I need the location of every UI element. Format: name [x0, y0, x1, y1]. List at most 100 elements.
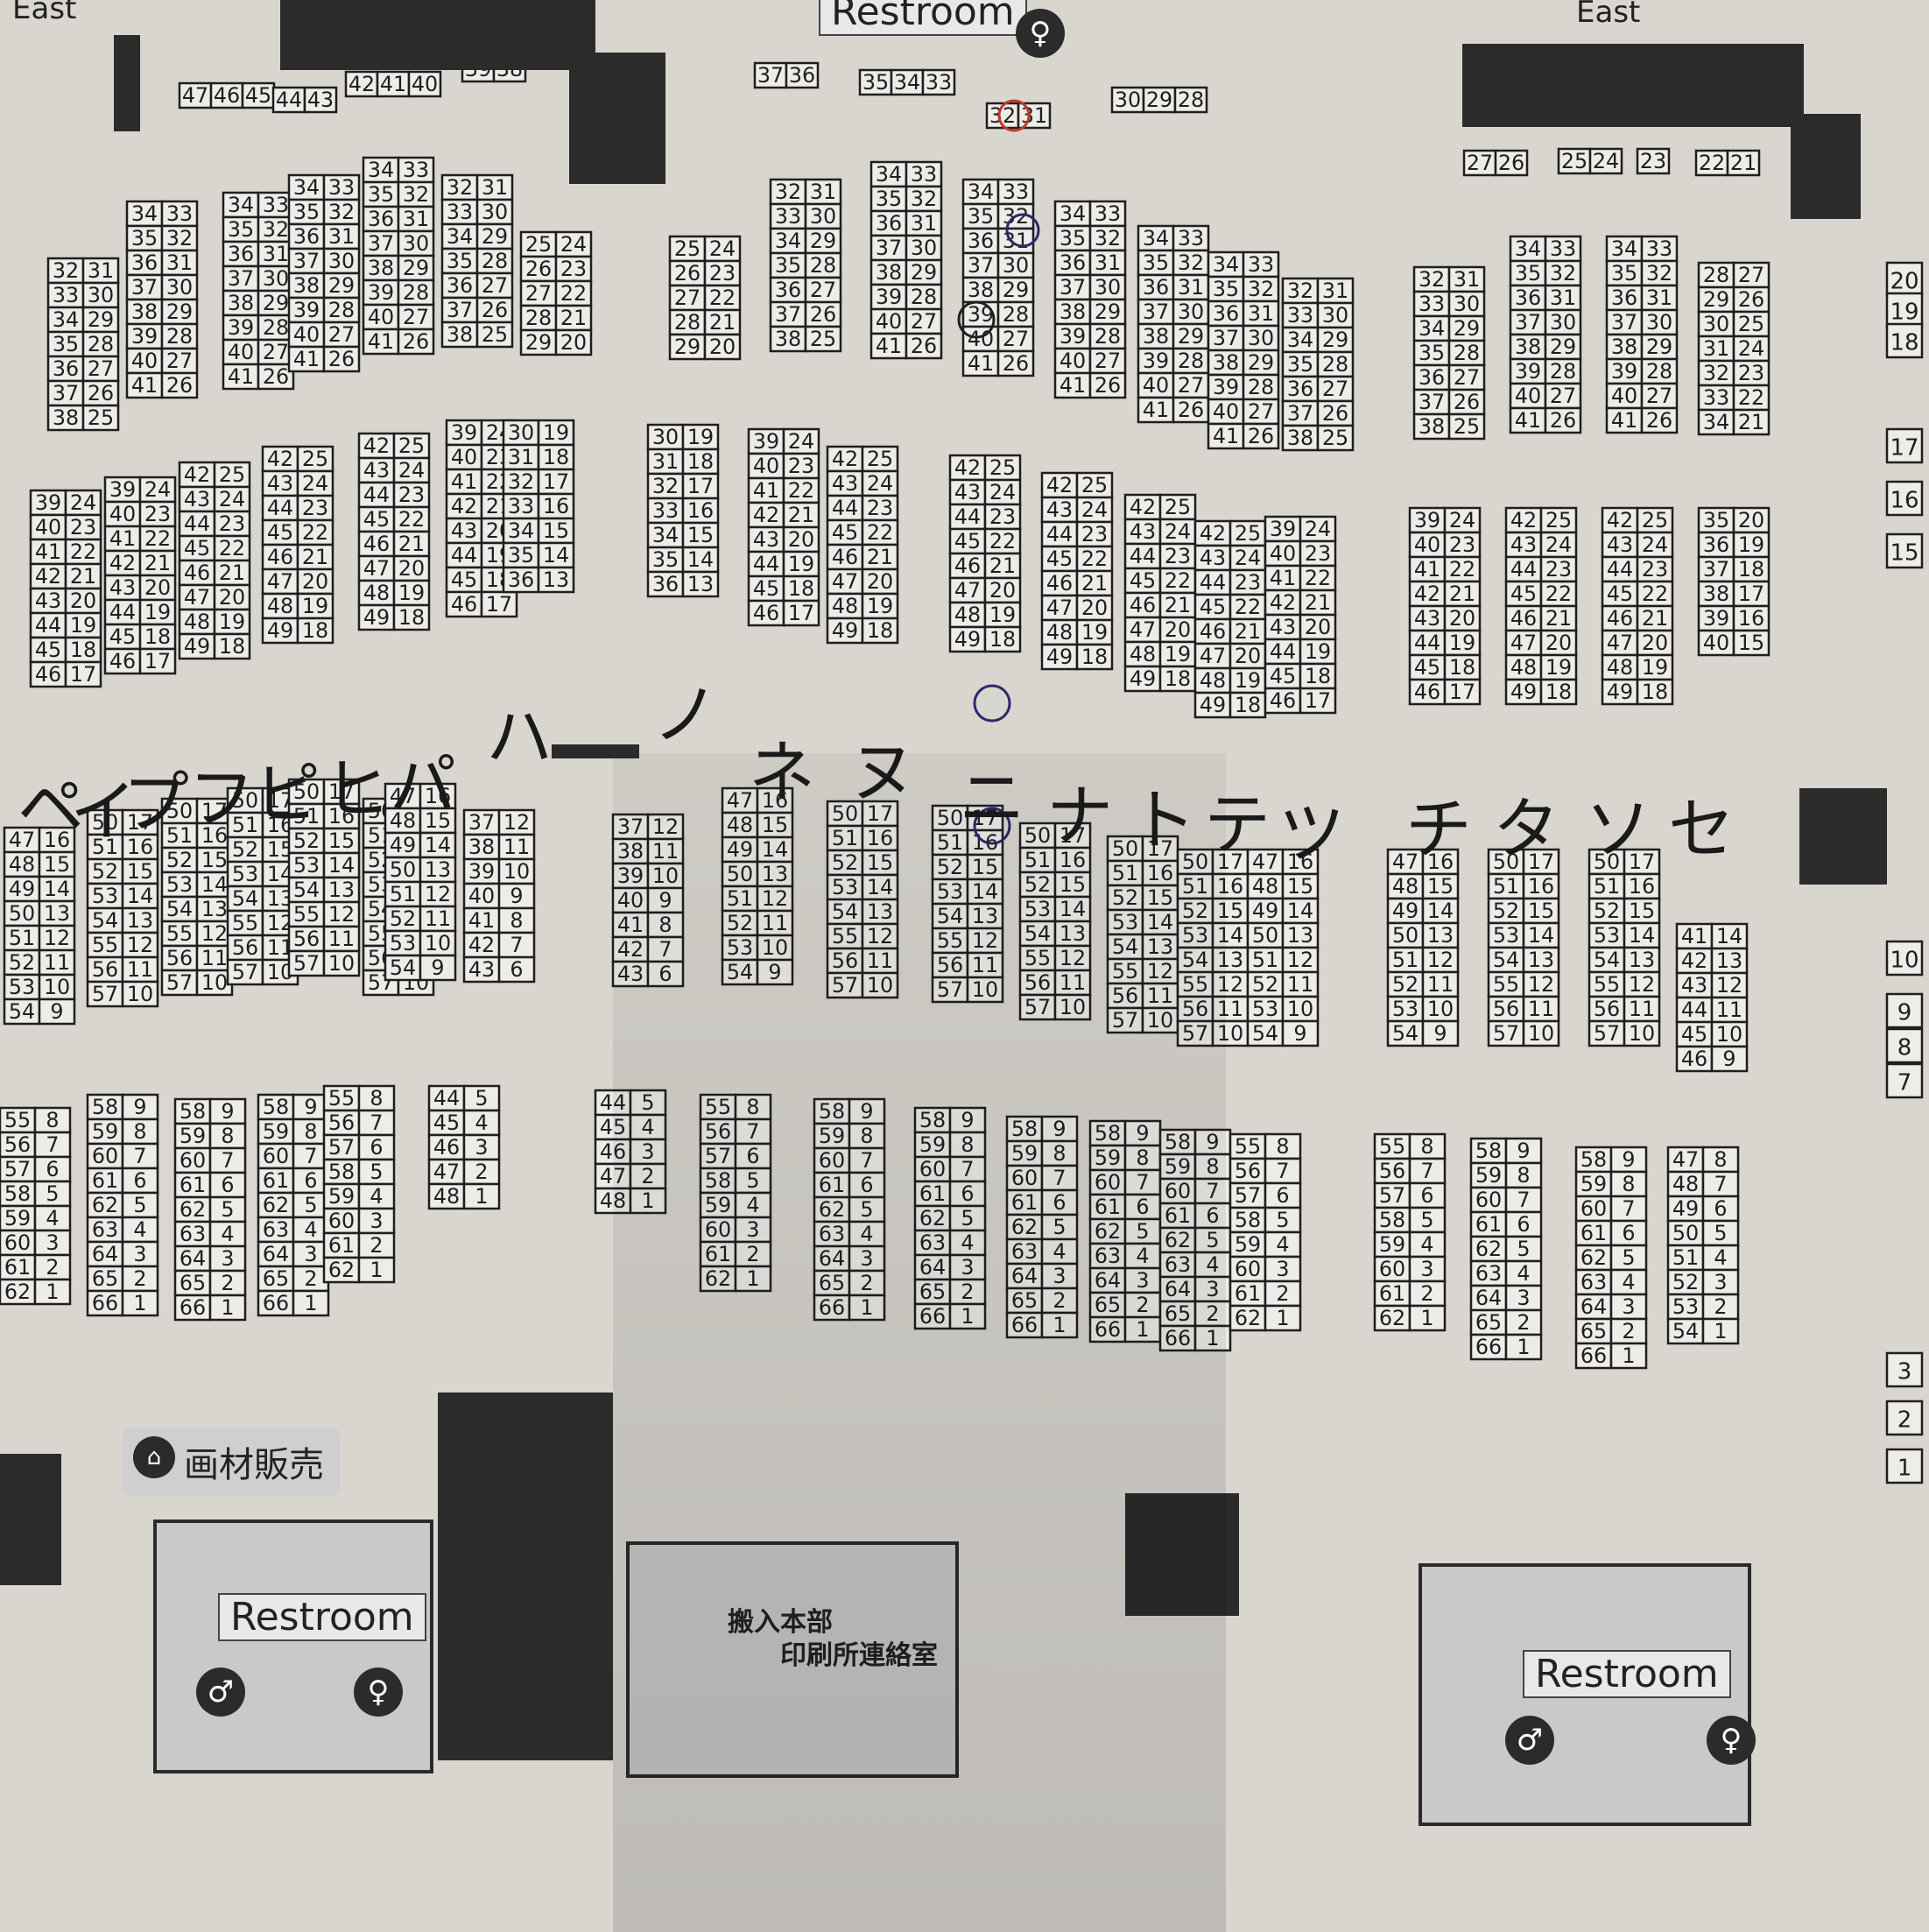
block-49-booth[interactable]: 13 — [966, 902, 1004, 930]
block-23-booth[interactable]: 24 — [392, 456, 431, 484]
block-13-booth[interactable]: 37 — [1207, 324, 1245, 352]
block-19-booth[interactable]: 24 — [64, 489, 102, 517]
block-53-booth[interactable]: 53 — [1246, 995, 1285, 1023]
block-60-booth[interactable]: 61 — [173, 1171, 212, 1199]
block-75-booth[interactable]: 6 — [1701, 1195, 1740, 1223]
block-68-booth[interactable]: 3 — [1040, 1262, 1079, 1290]
block-69-booth[interactable]: 7 — [1123, 1168, 1162, 1196]
block-23-booth[interactable]: 48 — [357, 579, 396, 607]
right-wall-booth[interactable]: 15 — [1885, 532, 1924, 569]
block-31-booth[interactable]: 25 — [1158, 493, 1197, 521]
block-12-booth[interactable]: 41 — [1137, 396, 1175, 424]
block-46-booth[interactable]: 40 — [611, 886, 650, 914]
block-61-booth[interactable]: 2 — [292, 1265, 330, 1293]
block-74-booth[interactable]: 1 — [1609, 1342, 1648, 1370]
right-wall-booth[interactable]: 10 — [1885, 940, 1924, 977]
block-47-booth[interactable]: 12 — [756, 885, 794, 913]
block-54-booth[interactable]: 48 — [1386, 872, 1425, 900]
block-68-booth[interactable]: 62 — [1005, 1213, 1044, 1241]
block-5-booth[interactable]: 28 — [475, 247, 514, 275]
block-39-booth[interactable]: 12 — [121, 931, 159, 959]
block-54-booth[interactable]: 49 — [1386, 897, 1425, 925]
block-23-booth[interactable]: 44 — [357, 481, 396, 509]
block-38-booth[interactable]: 12 — [38, 924, 76, 952]
block-24-booth[interactable]: 39 — [445, 419, 483, 447]
block-5-booth[interactable]: 33 — [440, 198, 479, 226]
block-6-booth[interactable]: 22 — [554, 279, 593, 307]
block-33-booth[interactable]: 43 — [1264, 613, 1302, 641]
block-73-booth[interactable]: 1 — [1504, 1333, 1543, 1361]
block-44-booth[interactable]: 51 — [384, 880, 422, 908]
block-74-booth[interactable]: 66 — [1574, 1342, 1613, 1370]
block-58-booth[interactable]: 5 — [33, 1180, 72, 1208]
top-wall-booth[interactable]: 44 — [271, 86, 306, 114]
block-55-booth[interactable]: 11 — [1522, 995, 1560, 1023]
block-26-booth[interactable]: 17 — [681, 472, 720, 500]
block-17-booth[interactable]: 34 — [1605, 235, 1644, 263]
block-2-booth[interactable]: 31 — [257, 240, 295, 268]
block-41-booth[interactable]: 55 — [226, 909, 264, 937]
block-67-booth[interactable]: 7 — [948, 1155, 987, 1183]
block-45-booth[interactable]: 40 — [462, 882, 501, 910]
block-72-booth[interactable]: 59 — [1373, 1230, 1412, 1259]
block-75-booth[interactable]: 53 — [1666, 1293, 1705, 1321]
block-16-booth[interactable]: 33 — [1544, 235, 1582, 263]
block-3-booth[interactable]: 28 — [322, 296, 361, 324]
block-25-booth[interactable]: 34 — [502, 517, 540, 545]
block-71-booth[interactable]: 6 — [1264, 1181, 1302, 1209]
block-30-booth[interactable]: 25 — [1075, 471, 1114, 499]
block-75-booth[interactable]: 1 — [1701, 1317, 1740, 1345]
block-30-booth[interactable]: 21 — [1075, 569, 1114, 597]
block-45-booth[interactable]: 43 — [462, 955, 501, 984]
block-58-booth[interactable]: 58 — [0, 1180, 37, 1208]
block-55-booth[interactable]: 55 — [1487, 970, 1525, 998]
block-26-booth[interactable]: 13 — [681, 570, 720, 598]
block-73-booth[interactable]: 6 — [1504, 1210, 1543, 1238]
block-26-booth[interactable]: 18 — [681, 448, 720, 476]
block-66-booth[interactable]: 64 — [813, 1245, 851, 1273]
block-56-booth[interactable]: 15 — [1623, 897, 1661, 925]
block-37-booth[interactable]: 39 — [1697, 604, 1735, 632]
top-wall-booth[interactable]: 31 — [1017, 102, 1052, 130]
block-68-booth[interactable]: 59 — [1005, 1139, 1044, 1167]
top-wall-booth[interactable]: 24 — [1588, 147, 1623, 175]
block-37-booth[interactable]: 38 — [1697, 580, 1735, 608]
block-66-booth[interactable]: 6 — [848, 1171, 886, 1199]
block-66-booth[interactable]: 61 — [813, 1171, 851, 1199]
block-72-booth[interactable]: 5 — [1408, 1206, 1447, 1234]
block-32-booth[interactable]: 49 — [1193, 691, 1232, 719]
block-75-booth[interactable]: 50 — [1666, 1219, 1705, 1247]
block-28-booth[interactable]: 43 — [826, 469, 864, 497]
block-20-booth[interactable]: 24 — [138, 476, 177, 504]
block-72-booth[interactable]: 57 — [1373, 1181, 1412, 1209]
block-46-booth[interactable]: 37 — [611, 813, 650, 841]
block-59-booth[interactable]: 61 — [86, 1167, 124, 1195]
block-49-booth[interactable]: 53 — [931, 878, 969, 906]
block-35-booth[interactable]: 45 — [1504, 580, 1543, 608]
block-70-booth[interactable]: 3 — [1193, 1275, 1232, 1303]
block-38-booth[interactable]: 48 — [3, 850, 41, 878]
block-1-booth[interactable]: 41 — [125, 371, 164, 399]
block-52-booth[interactable]: 57 — [1176, 1019, 1214, 1047]
block-69-booth[interactable]: 66 — [1088, 1315, 1127, 1343]
block-65-booth[interactable]: 4 — [734, 1191, 772, 1219]
block-12-booth[interactable]: 30 — [1172, 298, 1210, 326]
block-70-booth[interactable]: 6 — [1193, 1202, 1232, 1230]
block-52-booth[interactable]: 10 — [1211, 1019, 1250, 1047]
block-27-booth[interactable]: 20 — [782, 525, 820, 554]
block-35-booth[interactable]: 44 — [1504, 555, 1543, 583]
block-46-booth[interactable]: 38 — [611, 837, 650, 865]
block-42-booth[interactable]: 56 — [287, 925, 326, 953]
block-42-booth[interactable]: 17 — [322, 778, 361, 806]
block-73-booth[interactable]: 3 — [1504, 1284, 1543, 1312]
top-wall-booth[interactable]: 36 — [785, 61, 820, 89]
block-30-booth[interactable]: 18 — [1075, 643, 1114, 671]
block-36-booth[interactable]: 20 — [1636, 629, 1674, 657]
block-53-booth[interactable]: 16 — [1281, 848, 1320, 876]
block-23-booth[interactable]: 18 — [392, 603, 431, 631]
block-48-booth[interactable]: 52 — [826, 849, 864, 877]
block-44-booth[interactable]: 54 — [384, 954, 422, 982]
block-26-booth[interactable]: 16 — [681, 497, 720, 525]
block-70-booth[interactable]: 60 — [1158, 1177, 1197, 1205]
block-11-booth[interactable]: 40 — [1053, 347, 1092, 375]
